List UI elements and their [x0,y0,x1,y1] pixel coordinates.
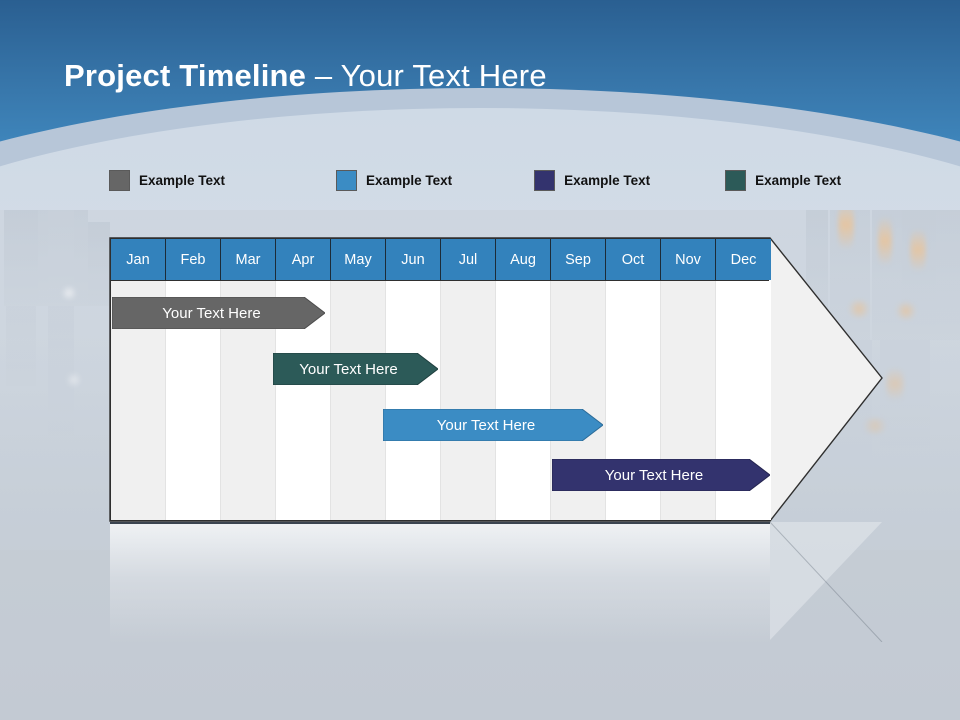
arrow-shape-icon [383,409,603,441]
month-header-mar[interactable]: Mar [221,239,276,280]
task-bar-3-label: Your Text Here [436,416,536,434]
legend-item-3[interactable]: Example Text [534,170,650,191]
legend-label-4: Example Text [755,173,842,188]
month-header-jan[interactable]: Jan [111,239,166,280]
month-header-aug[interactable]: Aug [496,239,551,280]
month-header-jun[interactable]: Jun [386,239,441,280]
arrow-shape-icon [273,353,438,385]
legend-item-2[interactable]: Example Text [336,170,452,191]
legend-item-4[interactable]: Example Text [725,170,841,191]
task-bar-4-label: Your Text Here [604,466,704,484]
color-swatch-icon [534,170,556,191]
task-bar-2-label: Your Text Here [299,360,398,378]
month-header-feb[interactable]: Feb [166,239,221,280]
color-swatch-icon [725,170,747,191]
page-title: Project Timeline – Your Text Here [64,58,547,94]
page-title-bold: Project Timeline [64,58,307,93]
color-swatch-icon [109,170,130,191]
task-bar-1-label: Your Text Here [162,304,261,322]
page-title-light: Your Text Here [340,58,547,93]
legend-label-1: Example Text [139,173,226,188]
month-header-oct[interactable]: Oct [606,239,661,280]
task-bar-1[interactable]: Your Text Here [112,297,325,329]
timeline-column-jul [441,280,496,520]
page-title-separator: – [306,58,341,93]
task-bar-3[interactable]: Your Text Here [383,409,603,441]
arrow-reflection [770,522,883,642]
month-header-jul[interactable]: Jul [441,239,496,280]
table-reflection [110,522,770,644]
timeline-column-aug [496,280,551,520]
month-header-nov[interactable]: Nov [661,239,716,280]
legend: Example Text Example Text Example Text E… [109,170,841,191]
timeline-column-jun [386,280,441,520]
arrow-shape-icon [112,297,325,329]
month-header-sep[interactable]: Sep [551,239,606,280]
timeline-header-row: Jan Feb Mar Apr May Jun Jul Aug Sep Oct … [111,239,771,280]
color-swatch-icon [336,170,358,191]
header-banner [0,0,960,210]
legend-item-1[interactable]: Example Text [109,170,225,191]
month-header-apr[interactable]: Apr [276,239,331,280]
month-header-may[interactable]: May [331,239,386,280]
task-bar-2[interactable]: Your Text Here [273,353,438,385]
header-divider [111,280,769,281]
month-header-dec[interactable]: Dec [716,239,771,280]
legend-label-3: Example Text [564,173,651,188]
arrow-shape-icon [552,459,770,491]
task-bar-4[interactable]: Your Text Here [552,459,770,491]
legend-label-2: Example Text [366,173,453,188]
timeline-column-may [331,280,386,520]
